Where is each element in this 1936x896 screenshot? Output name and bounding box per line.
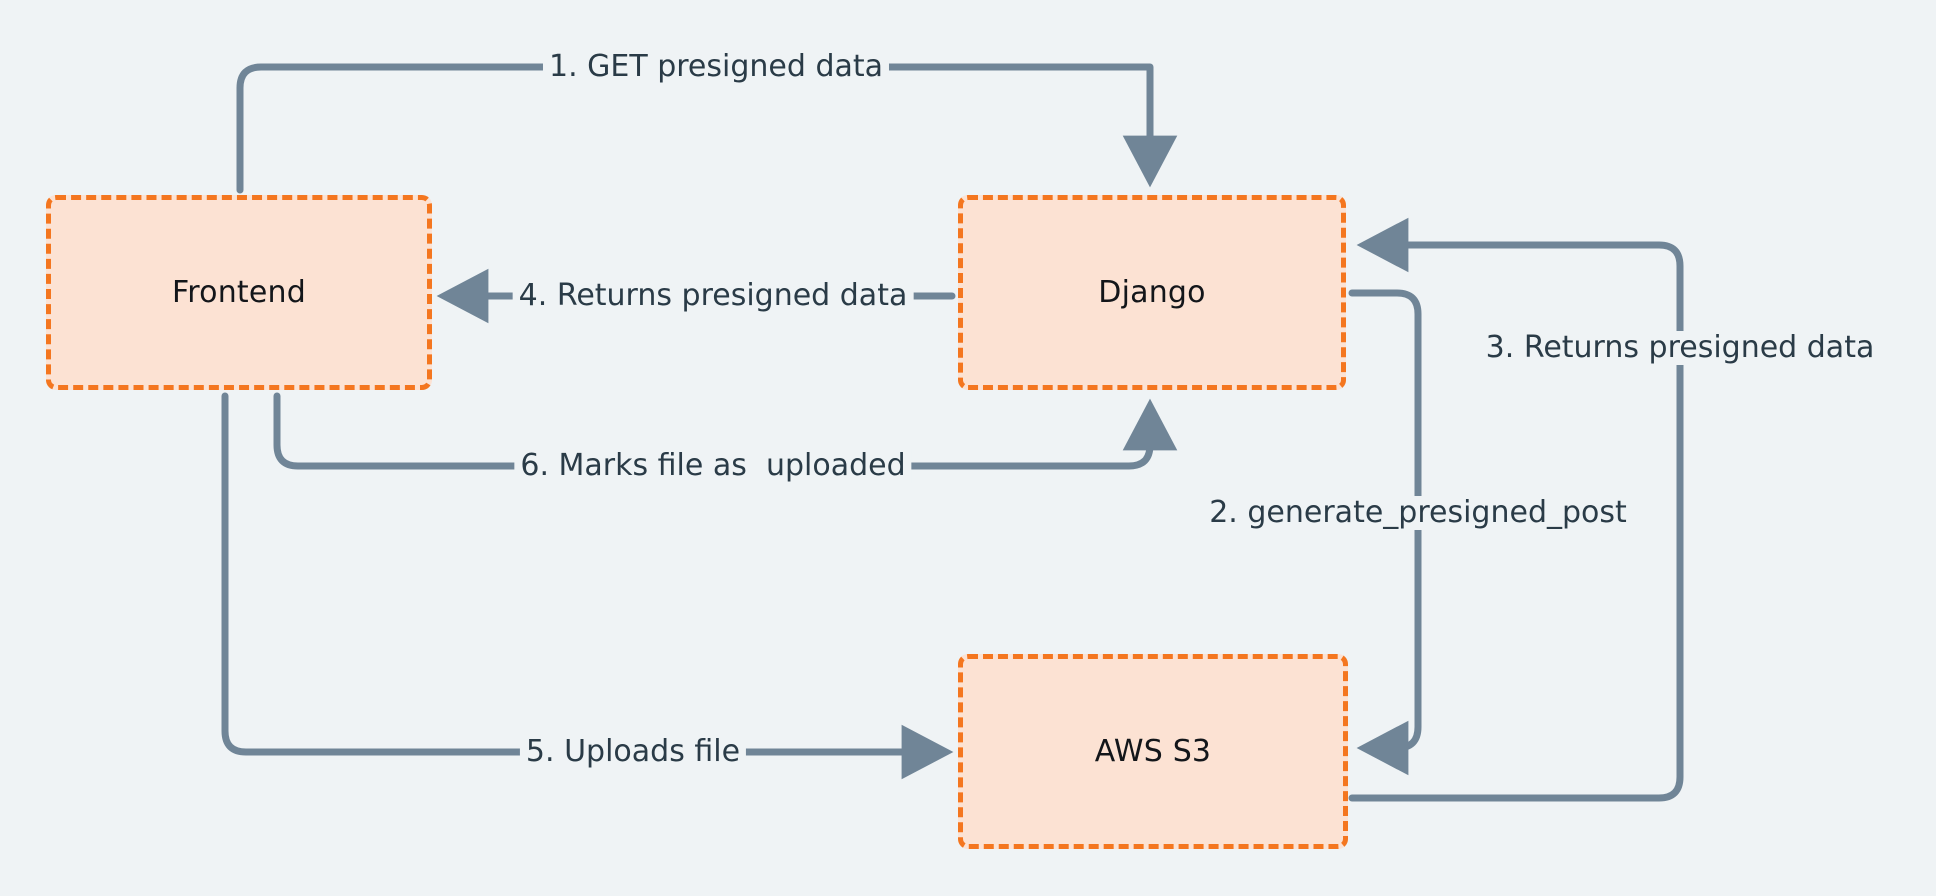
connector-returns-presigned-data-to-django (1348, 217, 1684, 802)
edge-label-returns-presigned-data-to-frontend: 4. Returns presigned data (512, 279, 914, 313)
node-frontend[interactable]: Frontend (46, 195, 432, 390)
node-aws-s3-label: AWS S3 (1094, 734, 1212, 769)
connector-get-presigned-data (236, 63, 1178, 194)
edge-label-uploads-file: 5. Uploads file (519, 735, 747, 769)
edge-label-generate-presigned-post: 2. generate_presigned_post (1203, 496, 1633, 530)
edge-label-get-presigned-data: 1. GET presigned data (542, 50, 890, 84)
node-aws-s3[interactable]: AWS S3 (958, 654, 1348, 849)
edge-label-marks-file-as-uploaded: 6. Marks file as uploaded (514, 449, 912, 483)
node-django-label: Django (1098, 275, 1206, 310)
node-django[interactable]: Django (958, 195, 1346, 390)
node-frontend-label: Frontend (172, 275, 306, 310)
edge-label-returns-presigned-data-to-django: 3. Returns presigned data (1479, 331, 1881, 365)
connector-uploads-file (221, 392, 954, 780)
